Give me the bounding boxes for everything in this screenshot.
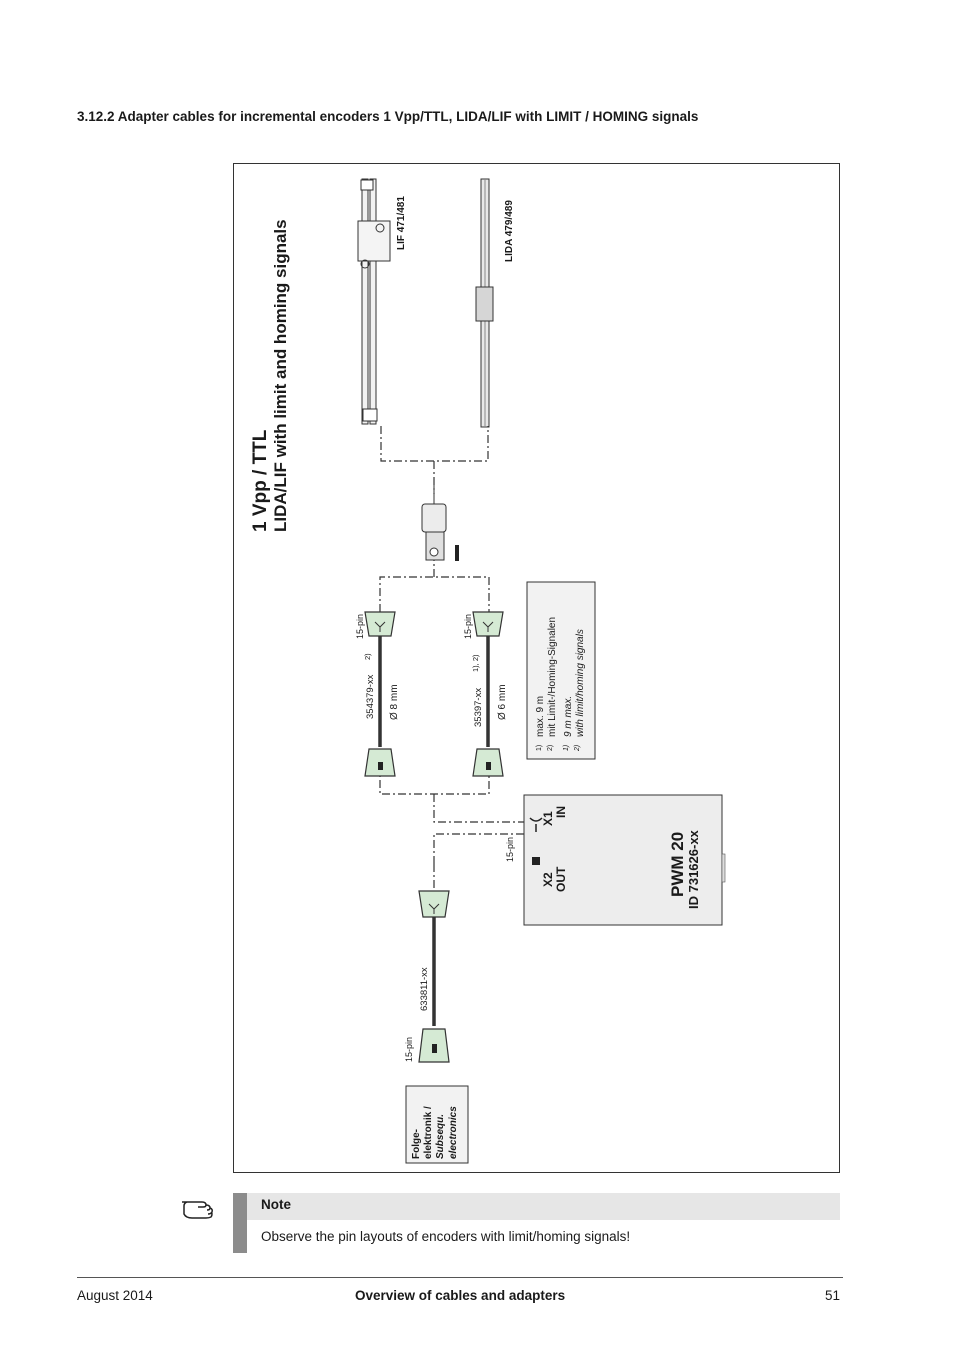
note-text: Observe the pin layouts of encoders with… (261, 1229, 631, 1244)
subsequent-line3: Subsequ. (435, 1114, 446, 1159)
pwm-id-label: ID 731626-xx (686, 829, 701, 909)
cable-b-id: 35397-xx (473, 688, 484, 727)
footnote-de1-num: 1) (536, 745, 543, 751)
pwm-20-box (523, 794, 723, 926)
note-title: Note (261, 1197, 291, 1212)
cable-diagram: 1 Vpp / TTL LIDA/LIF with limit and homi… (233, 163, 840, 1173)
label-lif: LIF 471/481 (396, 196, 407, 250)
note-header (247, 1193, 840, 1220)
subsequent-line4: electronics (448, 1106, 459, 1159)
connection-lines (379, 426, 524, 891)
lif-scanning-head (357, 220, 391, 262)
diagram-heading-line2: LIDA/LIF with limit and homing signals (271, 219, 290, 532)
pwm-in-label: IN (554, 806, 568, 818)
diagram-heading-line1: 1 Vpp / TTL (250, 429, 271, 532)
note-accent-bar (233, 1193, 247, 1253)
footnote-box (526, 581, 596, 760)
screw-icon (360, 259, 370, 269)
diagram-heading: 1 Vpp / TTL LIDA/LIF with limit and homi… (250, 219, 290, 532)
footnote-en2-num: 2) (574, 745, 581, 752)
lida-encoder-drawing (475, 178, 494, 428)
section-title: 3.12.2 Adapter cables for incremental en… (77, 109, 699, 124)
subsequent-electronics-label: Folge- elektronik / Subsequ. electronics (411, 1106, 459, 1159)
cable-b-diameter: Ø 6 mm (497, 684, 508, 720)
subsequent-electronics-box (405, 1085, 469, 1164)
page-number: 51 (825, 1288, 841, 1303)
footer-date: August 2014 (77, 1288, 153, 1303)
cable-b-footnote: 1), 2) (471, 654, 480, 672)
cable-b-pins: 15-pin (463, 614, 473, 639)
cable-c-drawing (418, 890, 450, 1063)
footer-title: Overview of cables and adapters (355, 1288, 566, 1303)
lida-scanning-head (475, 286, 494, 322)
footnote-en2-text: with limit/homing signals (575, 629, 586, 737)
pwm-name-label: PWM 20 (668, 832, 687, 897)
footnote-text: 1) max. 9 m 2) mit Limit-/Homing-Signale… (535, 617, 586, 752)
cable-a-diameter: Ø 8 mm (389, 684, 400, 720)
cable-a-pins: 15-pin (355, 614, 365, 639)
socket-icon (529, 817, 543, 832)
screw-icon (375, 223, 385, 233)
pwm-x1-label: X1 (541, 811, 555, 826)
footnote-de2-text: mit Limit-/Homing-Signalen (547, 617, 558, 737)
pwm-20-labels: X1 IN 15-pin X2 OUT PWM 20 ID 731626-xx (505, 806, 701, 909)
adapter-connector-drawing (421, 479, 459, 561)
subsequent-line1: Folge- (411, 1129, 422, 1159)
lif-encoder-drawing (357, 178, 391, 425)
cable-b-drawing (472, 611, 504, 777)
plug-icon (532, 857, 540, 865)
footnote-en1-num: 1) (563, 745, 570, 751)
cable-a-footnote: 2) (363, 653, 372, 660)
label-lida: LIDA 479/489 (504, 200, 515, 262)
footnote-de2-num: 2) (547, 745, 554, 751)
pwm-out-label: OUT (554, 866, 568, 892)
pointing-hand-icon (182, 1201, 213, 1219)
footer-rule (77, 1277, 843, 1278)
cable-a-id: 354379-xx (365, 674, 376, 719)
pwm-pins-label: 15-pin (505, 837, 515, 862)
cable-c-id: 633811-xx (419, 967, 430, 1011)
cable-a-drawing (364, 611, 396, 777)
cable-c-pins: 15-pin (404, 1037, 414, 1062)
subsequent-line2: elektronik / (423, 1106, 434, 1159)
diagram-drawing: 1 Vpp / TTL LIDA/LIF with limit and homi… (250, 178, 726, 1164)
footnote-en1-text: 9 m max. (563, 696, 574, 737)
footnote-de1-text: max. 9 m (535, 696, 546, 737)
pwm-x2-label: X2 (541, 872, 555, 887)
